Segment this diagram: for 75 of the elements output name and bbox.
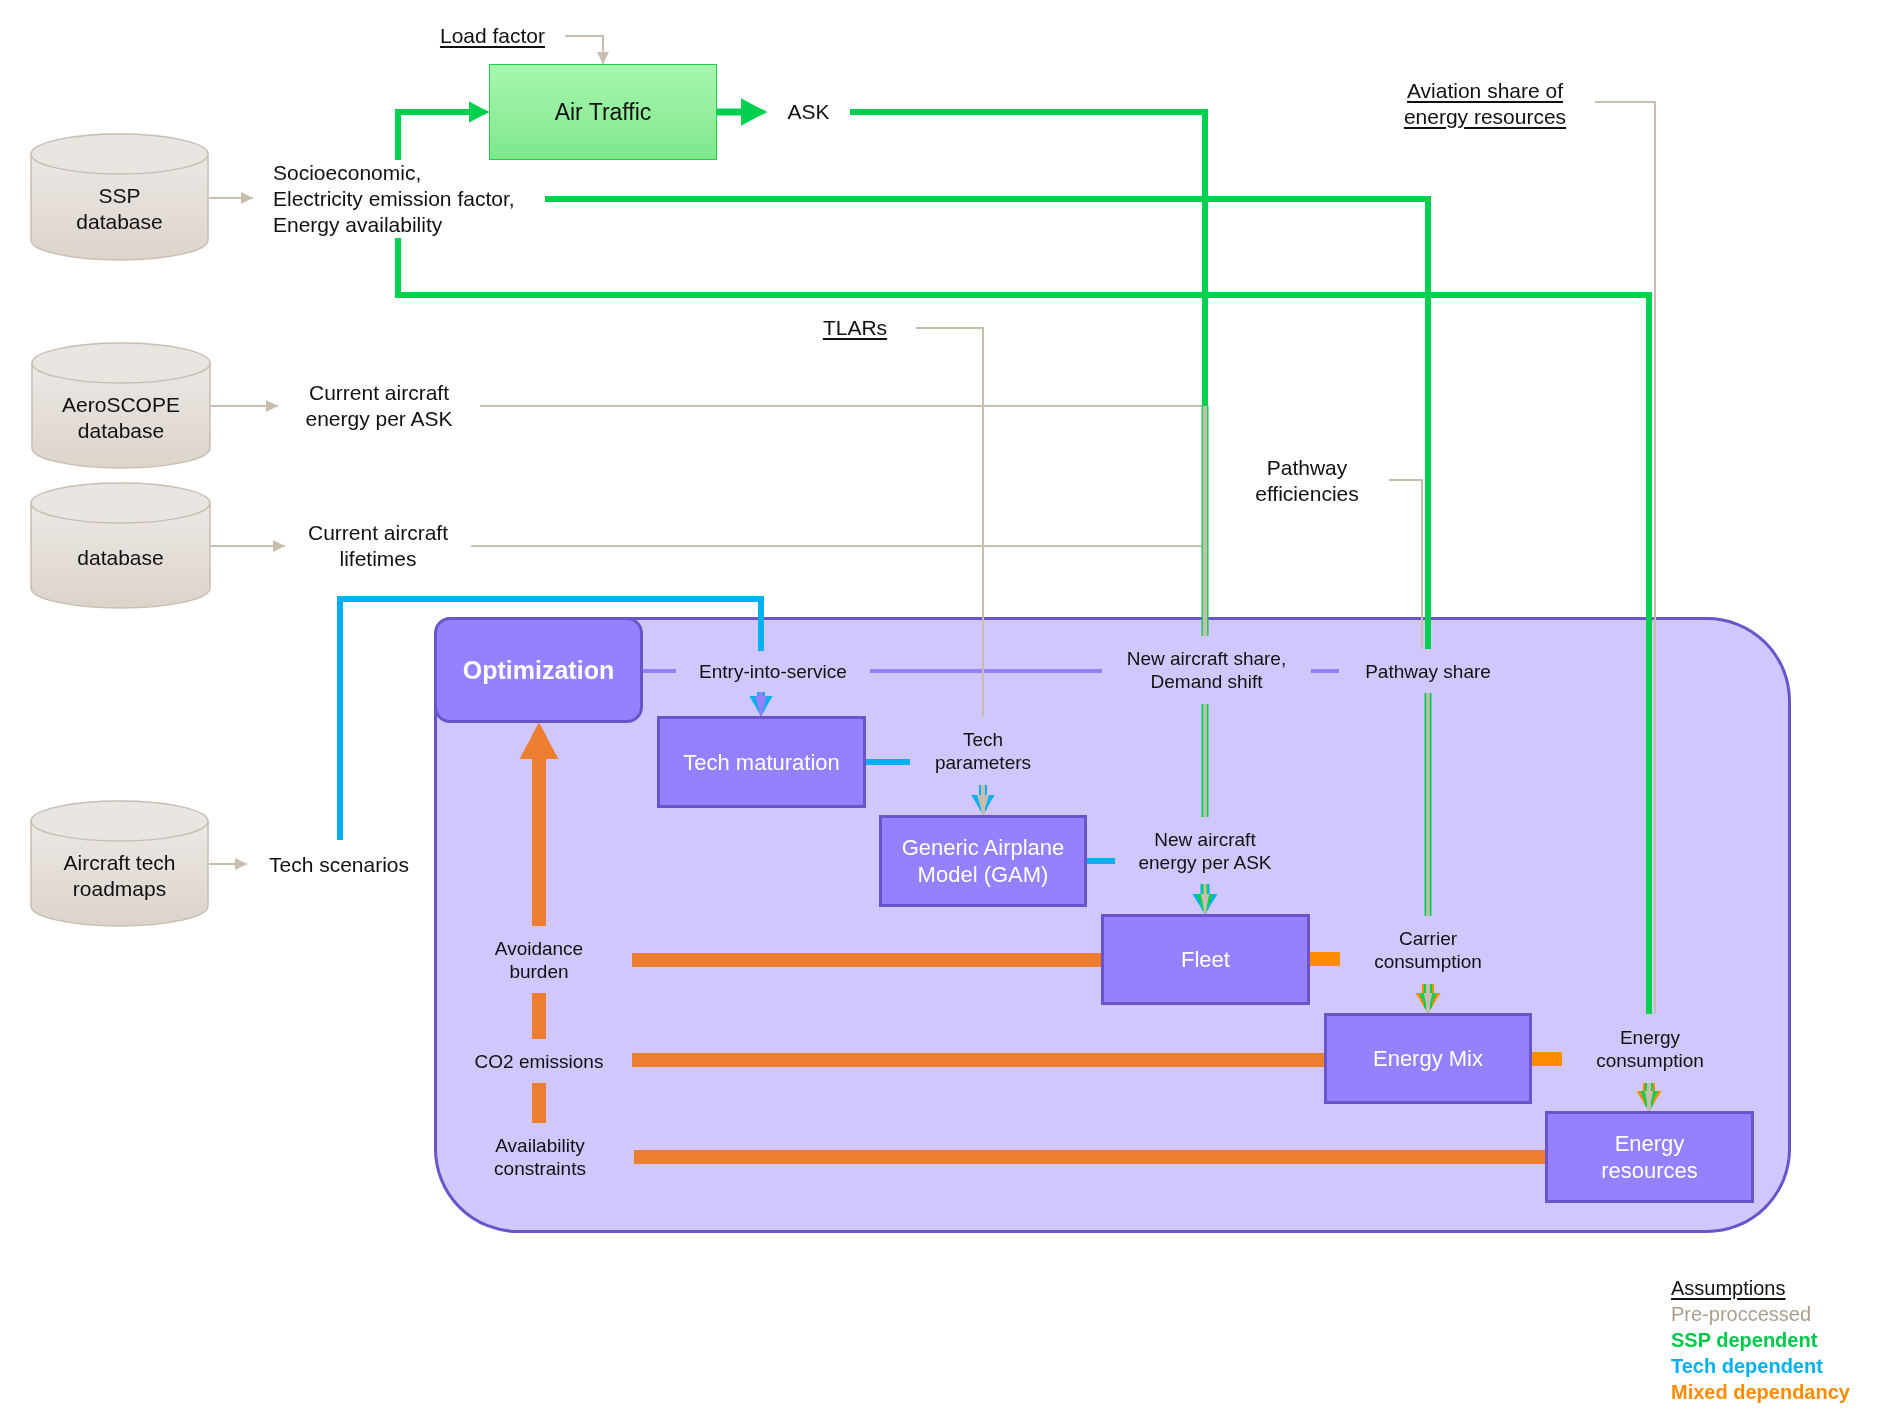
flow-label: Energy availability bbox=[273, 212, 443, 238]
legend-entry: SSP dependent bbox=[1671, 1328, 1818, 1353]
connector-line bbox=[545, 196, 1431, 649]
connector-line bbox=[1532, 1052, 1562, 1066]
process-label: Generic Airplane Model (GAM) bbox=[900, 834, 1066, 888]
database-label: Aircraft tech roadmaps bbox=[62, 849, 177, 902]
process-box bbox=[1101, 914, 1310, 1005]
variable-label: New aircraft share, Demand shift bbox=[1125, 647, 1288, 693]
flow-label: ASK bbox=[787, 99, 830, 125]
connector-line bbox=[1087, 858, 1115, 864]
arrow bbox=[395, 101, 489, 160]
process-label: Air Traffic bbox=[554, 98, 652, 126]
variable-label: Avoidance burden bbox=[493, 936, 585, 983]
process-label: Tech maturation bbox=[683, 748, 840, 776]
connector-line bbox=[915, 327, 984, 718]
optimization-box bbox=[434, 617, 643, 723]
arrow bbox=[210, 540, 286, 552]
process-box bbox=[1545, 1111, 1754, 1203]
variable-label: Availability constraints bbox=[493, 1134, 587, 1180]
variable-label: Pathway share bbox=[1365, 659, 1491, 683]
variable-label: Energy consumption bbox=[1595, 1025, 1705, 1072]
legend-entry: Pre-proccessed bbox=[1671, 1302, 1812, 1327]
flow-label: Tech scenarios bbox=[268, 852, 410, 878]
variable-label: Carrier consumption bbox=[1373, 927, 1483, 973]
process-label: Optimization bbox=[462, 655, 615, 685]
process-label: Energy Mix bbox=[1372, 1045, 1483, 1072]
process-box bbox=[1324, 1013, 1532, 1104]
arrow bbox=[717, 98, 767, 126]
connector-line bbox=[870, 669, 1102, 673]
arrow bbox=[208, 858, 248, 870]
flow-label: Pathway efficiencies bbox=[1254, 455, 1360, 507]
variable-label: New aircraft energy per ASK bbox=[1137, 827, 1273, 874]
connector-line bbox=[532, 1083, 546, 1123]
connector-line bbox=[1388, 479, 1423, 650]
database-label: SSP database bbox=[75, 183, 164, 235]
process-label: Fleet bbox=[1181, 946, 1230, 973]
assumption-label: TLARs bbox=[822, 315, 888, 341]
connector-line bbox=[866, 759, 910, 765]
variable-label: Entry-into-service bbox=[699, 660, 847, 683]
flow-label: Current aircraft lifetimes bbox=[306, 520, 449, 572]
connector-line bbox=[1594, 101, 1656, 1015]
connector-line bbox=[1311, 669, 1339, 673]
flow-label: Current aircraft energy per ASK bbox=[304, 380, 454, 432]
legend-entry: Tech dependent bbox=[1671, 1354, 1823, 1379]
database-label: AeroSCOPE database bbox=[61, 391, 181, 444]
connector-line bbox=[1201, 704, 1209, 817]
connector-line bbox=[470, 545, 1203, 547]
module-panel bbox=[434, 617, 1791, 1233]
process-label: Energy resources bbox=[1600, 1130, 1699, 1184]
connector-line bbox=[1310, 952, 1340, 966]
legend-entry: Mixed dependancy bbox=[1671, 1380, 1850, 1405]
arrow bbox=[564, 35, 609, 65]
connector-line bbox=[532, 993, 546, 1039]
process-box bbox=[879, 815, 1087, 907]
connector-line bbox=[632, 953, 1101, 967]
connector-line bbox=[395, 238, 1652, 1014]
flow-label: Socioeconomic, bbox=[273, 160, 422, 186]
process-box bbox=[489, 64, 717, 160]
connector-line bbox=[634, 1150, 1545, 1164]
connector-line bbox=[643, 669, 676, 673]
assumption-label: Aviation share of energy resources bbox=[1402, 78, 1568, 130]
process-box bbox=[657, 716, 866, 808]
variable-label: CO2 emissions bbox=[474, 1049, 604, 1073]
arrow bbox=[208, 192, 254, 204]
arrow bbox=[519, 723, 559, 926]
flow-label: Electricity emission factor, bbox=[273, 186, 515, 212]
legend-title: Assumptions bbox=[1671, 1276, 1786, 1301]
connector-line bbox=[1424, 693, 1432, 916]
arrow bbox=[210, 400, 279, 412]
database-label: database bbox=[77, 544, 164, 571]
connector-line bbox=[479, 405, 1203, 407]
assumption-label: Load factor bbox=[439, 23, 546, 49]
connector-line bbox=[337, 596, 764, 840]
connector-line bbox=[632, 1053, 1324, 1067]
variable-label: Tech parameters bbox=[933, 728, 1033, 774]
